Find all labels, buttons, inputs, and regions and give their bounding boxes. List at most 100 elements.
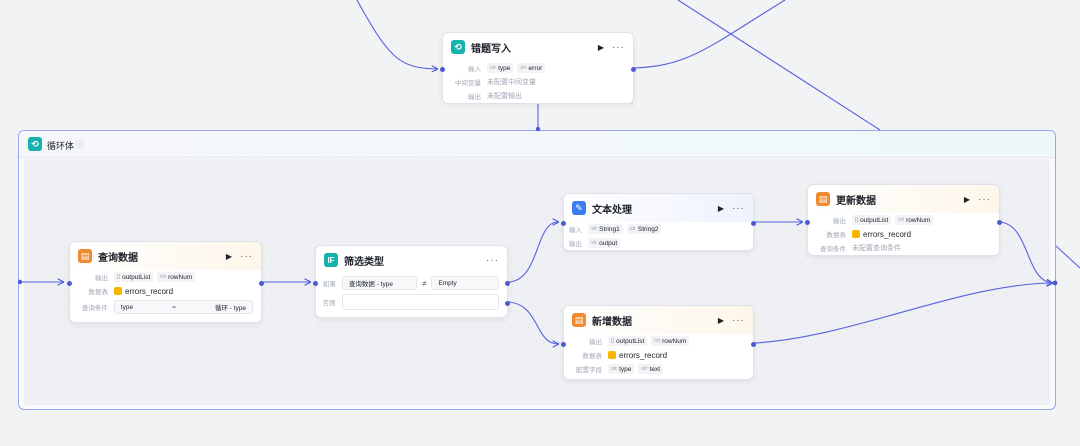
info-icon[interactable]: ⓘ xyxy=(76,140,84,149)
if-right-field[interactable]: Empty xyxy=(431,276,499,290)
node-update-table: 数据表 errors_record xyxy=(808,227,999,241)
output-label: 输出 xyxy=(468,94,481,101)
input-label: 输入 xyxy=(569,227,582,234)
else-label: 否则 xyxy=(322,300,336,307)
else-field[interactable] xyxy=(341,294,499,310)
output-port[interactable] xyxy=(751,221,756,226)
node-query-header[interactable]: ▤ 查询数据 ▶ ··· xyxy=(70,242,261,270)
more-icon[interactable]: ··· xyxy=(486,254,499,266)
node-update-cond: 查询条件 未配置查询条件 xyxy=(808,241,999,255)
output-tag: []outputList xyxy=(852,215,892,225)
loop-header[interactable]: ⟲ 循环体 ⓘ xyxy=(19,131,1055,158)
node-cuoti-title: 错题写入 xyxy=(471,43,511,55)
run-icon[interactable]: ▶ xyxy=(225,251,232,261)
run-icon[interactable]: ▶ xyxy=(717,315,724,325)
input-port[interactable] xyxy=(67,281,72,286)
node-cuoti-mid: 中间变量 未配置中间变量 xyxy=(443,75,633,89)
node-filter-title: 筛选类型 xyxy=(344,256,384,268)
cond-field[interactable]: type = 循环 - type xyxy=(113,300,253,314)
if-label: 如果 xyxy=(322,281,336,288)
output-port[interactable] xyxy=(751,342,756,347)
output-tag: []outputList xyxy=(114,272,154,282)
node-update-title: 更新数据 xyxy=(836,195,876,207)
table-label: 数据表 xyxy=(88,289,109,296)
node-query-cond: 查询条件 type = 循环 - type xyxy=(70,298,261,316)
more-icon[interactable]: ··· xyxy=(978,193,991,205)
node-query-table: 数据表 errors_record xyxy=(70,284,261,298)
input-label: 输入 xyxy=(468,66,481,73)
node-cuoti-header[interactable]: ⟲ 错题写入 ▶ ··· xyxy=(443,33,633,61)
table-label: 数据表 xyxy=(582,353,603,360)
input-port[interactable] xyxy=(561,342,566,347)
table-icon xyxy=(608,351,616,359)
table-value: errors_record xyxy=(608,351,667,360)
output-tag: []outputList xyxy=(608,336,648,346)
input-port[interactable] xyxy=(440,67,445,72)
more-icon[interactable]: ··· xyxy=(732,202,745,214)
cond-label: 查询条件 xyxy=(820,246,846,253)
output-label: 输出 xyxy=(833,218,846,225)
node-filter-header[interactable]: IF 筛选类型 ··· xyxy=(316,246,507,274)
cond-field-name: type xyxy=(120,303,134,311)
input-port[interactable] xyxy=(313,281,318,286)
database-icon: ▤ xyxy=(78,249,92,263)
table-label: 数据表 xyxy=(826,232,847,239)
run-icon[interactable]: ▶ xyxy=(597,42,604,52)
output-value: 未配置输出 xyxy=(487,93,522,100)
table-value: errors_record xyxy=(114,287,173,296)
input-port[interactable] xyxy=(561,221,566,226)
run-icon[interactable]: ▶ xyxy=(717,203,724,213)
if-left-field[interactable]: 查询数据 - type xyxy=(341,276,418,290)
output-label: 输出 xyxy=(95,275,108,282)
cond-value: 循环 - type xyxy=(214,305,246,312)
more-icon[interactable]: ··· xyxy=(732,314,745,326)
output-label: 输出 xyxy=(569,241,582,248)
run-icon[interactable]: ▶ xyxy=(963,194,970,204)
else-port[interactable] xyxy=(505,301,510,306)
loop-title: 循环体 xyxy=(47,141,75,151)
table-icon xyxy=(852,230,860,238)
input-port[interactable] xyxy=(805,220,810,225)
node-add-table: 数据表 errors_record xyxy=(564,348,753,362)
cond-value: 未配置查询条件 xyxy=(852,245,901,252)
database-icon: ▤ xyxy=(816,192,830,206)
node-text-header[interactable]: ✎ 文本处理 ▶ ··· xyxy=(564,194,753,222)
node-add-header[interactable]: ▤ 新增数据 ▶ ··· xyxy=(564,306,753,334)
node-add-title: 新增数据 xyxy=(592,316,632,328)
mid-label: 中间变量 xyxy=(455,80,481,87)
fields-label: 配置字段 xyxy=(576,367,602,374)
more-icon[interactable]: ··· xyxy=(612,41,625,53)
output-port[interactable] xyxy=(631,67,636,72)
cond-label: 查询条件 xyxy=(81,305,108,312)
text-process-icon: ✎ xyxy=(572,201,586,215)
if-operator[interactable]: ≠ xyxy=(422,278,427,288)
if-icon: IF xyxy=(324,253,338,267)
loop-node-icon: ⟲ xyxy=(451,40,465,54)
output-port[interactable] xyxy=(259,281,264,286)
node-filter-if: 如果 查询数据 - type ≠ Empty xyxy=(316,274,507,292)
node-query-title: 查询数据 xyxy=(98,252,138,264)
if-port[interactable] xyxy=(505,281,510,286)
database-icon: ▤ xyxy=(572,313,586,327)
node-filter[interactable]: IF 筛选类型 ··· 如果 查询数据 - type ≠ Empty 否则 xyxy=(313,245,510,318)
more-icon[interactable]: ··· xyxy=(240,250,253,262)
output-port[interactable] xyxy=(997,220,1002,225)
node-update-header[interactable]: ▤ 更新数据 ▶ ··· xyxy=(808,185,999,213)
node-text-title: 文本处理 xyxy=(592,204,632,216)
